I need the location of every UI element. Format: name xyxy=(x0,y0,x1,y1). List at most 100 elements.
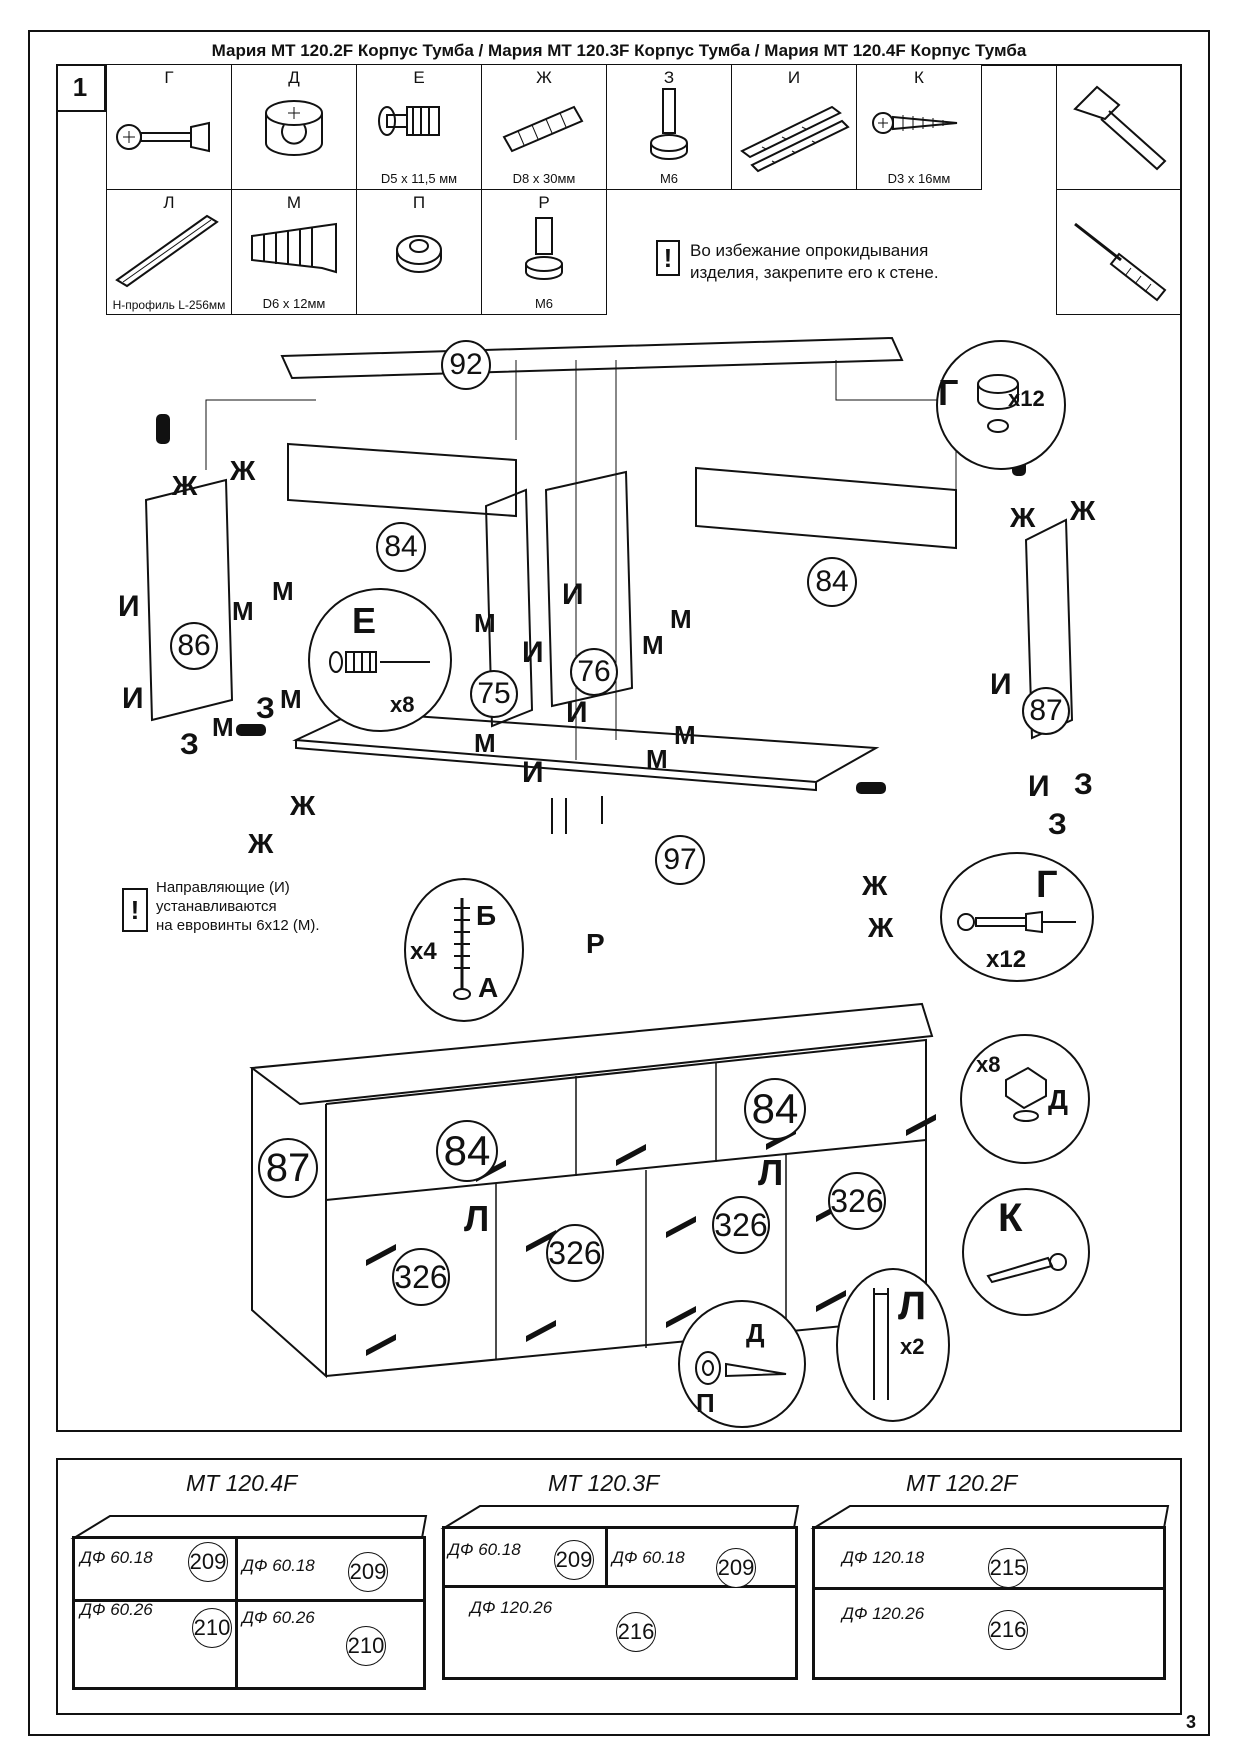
part-k: К D3 x 16мм xyxy=(856,64,982,190)
drawer-slide-icon xyxy=(740,105,850,173)
drawer-label: ДФ 120.26 xyxy=(842,1604,925,1623)
label-zh: Ж xyxy=(172,470,198,501)
label-i: И xyxy=(122,682,144,715)
label-m: М xyxy=(646,744,668,774)
part-p: П xyxy=(356,189,482,315)
panel-86: 86 xyxy=(170,622,218,670)
label-z: З xyxy=(1048,808,1067,841)
drawer-label: ДФ 60.26 xyxy=(80,1600,153,1619)
front-panel-84-right: 84 xyxy=(744,1078,806,1140)
drawer-label: ДФ 60.18 xyxy=(612,1548,685,1567)
wood-screw-icon xyxy=(986,1253,1067,1284)
h-profile-icon xyxy=(873,1288,889,1400)
cabinet-mt-120-2f xyxy=(812,1526,1166,1680)
drawer-number: 210 xyxy=(192,1608,232,1648)
drawer-label: ДФ 120.26 xyxy=(470,1598,553,1617)
panel-87: 87 xyxy=(1022,687,1070,735)
label-m: М xyxy=(674,720,696,750)
adjustable-foot-icon xyxy=(525,217,563,280)
label-m: М xyxy=(280,684,302,714)
leveling-foot-icon xyxy=(650,88,688,160)
dowel-screw-icon xyxy=(329,651,430,673)
label-m: М xyxy=(474,608,496,638)
cam-lock-icon xyxy=(1005,1066,1047,1122)
wood-dowel-icon xyxy=(502,105,584,153)
drawer-label: ДФ 60.26 xyxy=(242,1608,315,1627)
part-z: З M6 xyxy=(606,64,732,190)
panel-84-right: 84 xyxy=(807,557,857,607)
wood-screw-icon xyxy=(872,112,958,134)
cam-bolt-icon xyxy=(957,910,1076,934)
label-zh: Ж xyxy=(1010,502,1036,533)
label-l: Л xyxy=(464,1198,490,1239)
part-e: Е D5 x 11,5 мм xyxy=(356,64,482,190)
panel-84-left: 84 xyxy=(376,522,426,572)
part-r: Р M6 xyxy=(481,189,607,315)
callout-ba: Б x4 А xyxy=(404,878,524,1022)
front-panel-326-4: 326 xyxy=(828,1172,886,1230)
cap-icon xyxy=(396,235,442,273)
front-panel-84-left: 84 xyxy=(436,1120,498,1182)
page-number: 3 xyxy=(1185,1712,1196,1732)
label-zh: Ж xyxy=(248,828,274,859)
front-panel-326-3: 326 xyxy=(712,1196,770,1254)
model-title: MT 120.4F xyxy=(186,1470,298,1496)
callout-g-bottom: Г x12 xyxy=(940,852,1094,982)
panel-97: 97 xyxy=(655,835,705,885)
cam-lock-icon xyxy=(265,100,323,156)
callout-k: К xyxy=(962,1188,1090,1316)
drawer-number: 209 xyxy=(188,1542,228,1582)
label-z: З xyxy=(1074,768,1093,801)
label-z: З xyxy=(256,692,275,725)
label-z: З xyxy=(180,728,199,761)
cam-lock-icon xyxy=(977,374,1019,433)
cam-bolt-icon xyxy=(116,121,210,153)
label-i: И xyxy=(1028,770,1050,803)
drawer-number: 215 xyxy=(988,1548,1028,1588)
panel-75: 75 xyxy=(470,670,518,718)
note-mark: ! xyxy=(122,888,148,932)
callout-e: Е x8 xyxy=(308,588,452,732)
callout-g-top: Г x12 xyxy=(936,340,1066,470)
page-title: Мария МТ 120.2F Корпус Тумба / Мария МТ … xyxy=(211,41,1027,60)
label-m: М xyxy=(474,728,496,758)
part-letter: Г xyxy=(164,68,174,87)
callout-pd: Д П xyxy=(678,1300,806,1428)
front-panel-326-1: 326 xyxy=(392,1248,450,1306)
label-zh: Ж xyxy=(862,870,888,901)
label-r: Р xyxy=(586,928,605,959)
dowel-screw-icon xyxy=(378,106,440,136)
label-m: М xyxy=(232,596,254,626)
hammer-icon xyxy=(1073,85,1167,171)
label-i: И xyxy=(522,756,544,789)
label-i: И xyxy=(118,590,140,623)
part-zh: Ж D8 x 30мм xyxy=(481,64,607,190)
label-i: И xyxy=(562,578,584,611)
part-m: М D6 x 12мм xyxy=(231,189,357,315)
screwdriver-tool xyxy=(1056,189,1182,315)
guides-note: Направляющие (И) устанавливаются на евро… xyxy=(156,879,320,934)
label-m: М xyxy=(272,576,294,606)
label-i: И xyxy=(990,668,1012,701)
drawer-label: ДФ 120.18 xyxy=(842,1548,925,1567)
label-i: И xyxy=(522,636,544,669)
label-zh: Ж xyxy=(1070,495,1096,526)
front-panel-326-2: 326 xyxy=(546,1224,604,1282)
warning-mark: ! xyxy=(656,240,680,276)
drawer-number: 209 xyxy=(348,1552,388,1592)
drawer-label: ДФ 60.18 xyxy=(448,1540,521,1559)
wall-warning-text: Во избежание опрокидывания изделия, закр… xyxy=(690,241,939,282)
drawer-number: 209 xyxy=(716,1548,756,1588)
callout-d: x8 Д xyxy=(960,1034,1090,1164)
part-d: Д xyxy=(231,64,357,190)
label-zh: Ж xyxy=(868,912,894,943)
screw-cap-icon xyxy=(695,1351,787,1385)
part-i: И xyxy=(731,64,857,190)
label-m: М xyxy=(642,630,664,660)
drawer-number: 210 xyxy=(346,1626,386,1666)
front-panel-87: 87 xyxy=(258,1138,318,1198)
drawer-label: ДФ 60.18 xyxy=(242,1556,315,1575)
screwdriver-icon xyxy=(1074,222,1167,302)
front-assembly-drawing xyxy=(249,1002,936,1379)
label-zh: Ж xyxy=(230,455,256,486)
